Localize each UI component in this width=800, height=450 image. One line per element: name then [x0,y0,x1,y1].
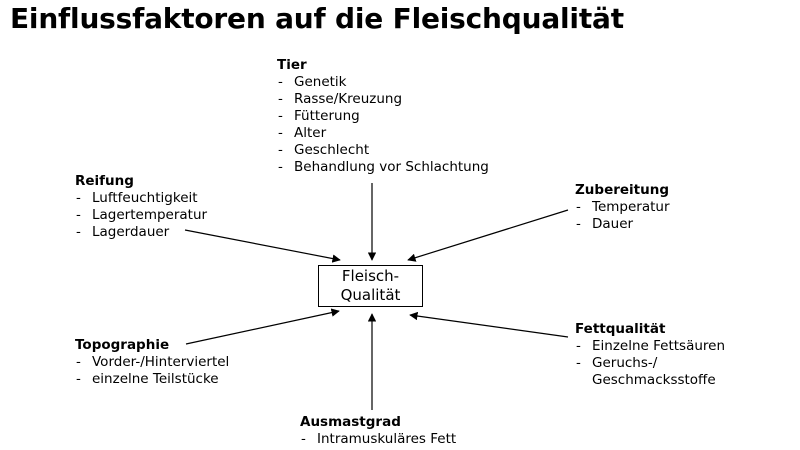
factor-zubereitung: Zubereitung Temperatur Dauer [575,182,670,233]
factor-heading: Ausmastgrad [300,414,401,430]
list-item: Genetik [277,74,489,91]
factor-list: Luftfeuchtigkeit Lagertemperatur Lagerda… [75,190,207,241]
list-item: Vorder-/Hinterviertel [75,354,229,371]
list-item: Behandlung vor Schlachtung [277,159,489,176]
list-item: Einzelne Fettsäuren [575,338,725,355]
factor-tier: Tier Genetik Rasse/Kreuzung Fütterung Al… [277,57,489,176]
center-label-line2: Qualität [340,286,401,304]
page-title: Einflussfaktoren auf die Fleischqualität [10,2,624,35]
center-node-fleischqualitaet: Fleisch- Qualität [318,265,423,307]
list-item: Geschlecht [277,142,489,159]
arrow-zubereitung [407,209,569,262]
arrow-fettqualitaet [409,311,569,338]
factor-heading: Tier [277,57,307,73]
factor-list: Intramuskuläres Fett [300,431,456,448]
factor-fettqualitaet: Fettqualität Einzelne Fettsäuren Geruchs… [575,321,725,389]
list-item: Lagertemperatur [75,207,207,224]
factor-list: Genetik Rasse/Kreuzung Fütterung Alter G… [277,74,489,176]
list-item: Temperatur [575,199,670,216]
list-item: Alter [277,125,489,142]
factor-heading: Fettqualität [575,321,666,337]
factor-reifung: Reifung Luftfeuchtigkeit Lagertemperatur… [75,173,207,241]
factor-list: Einzelne Fettsäuren Geruchs-/ Geschmacks… [575,338,725,389]
list-item: Intramuskuläres Fett [300,431,456,448]
list-item: Geruchs-/ [575,355,725,372]
list-item: Rasse/Kreuzung [277,91,489,108]
list-item: einzelne Teilstücke [75,371,229,388]
factor-ausmastgrad: Ausmastgrad Intramuskuläres Fett [300,414,456,448]
arrow-topographie [185,308,340,345]
factor-heading: Topographie [75,337,170,353]
center-label-line1: Fleisch- [341,267,400,285]
list-item: Lagerdauer [75,224,207,241]
arrow-reifung [184,229,341,263]
list-item: Luftfeuchtigkeit [75,190,207,207]
list-item: Dauer [575,216,670,233]
list-item-continuation: Geschmacksstoffe [592,372,716,388]
factor-list: Vorder-/Hinterviertel einzelne Teilstück… [75,354,229,388]
factor-topographie: Topographie Vorder-/Hinterviertel einzel… [75,337,229,388]
list-item: Fütterung [277,108,489,125]
factor-heading: Zubereitung [575,182,669,198]
factor-heading: Reifung [75,173,134,189]
factor-list: Temperatur Dauer [575,199,670,233]
